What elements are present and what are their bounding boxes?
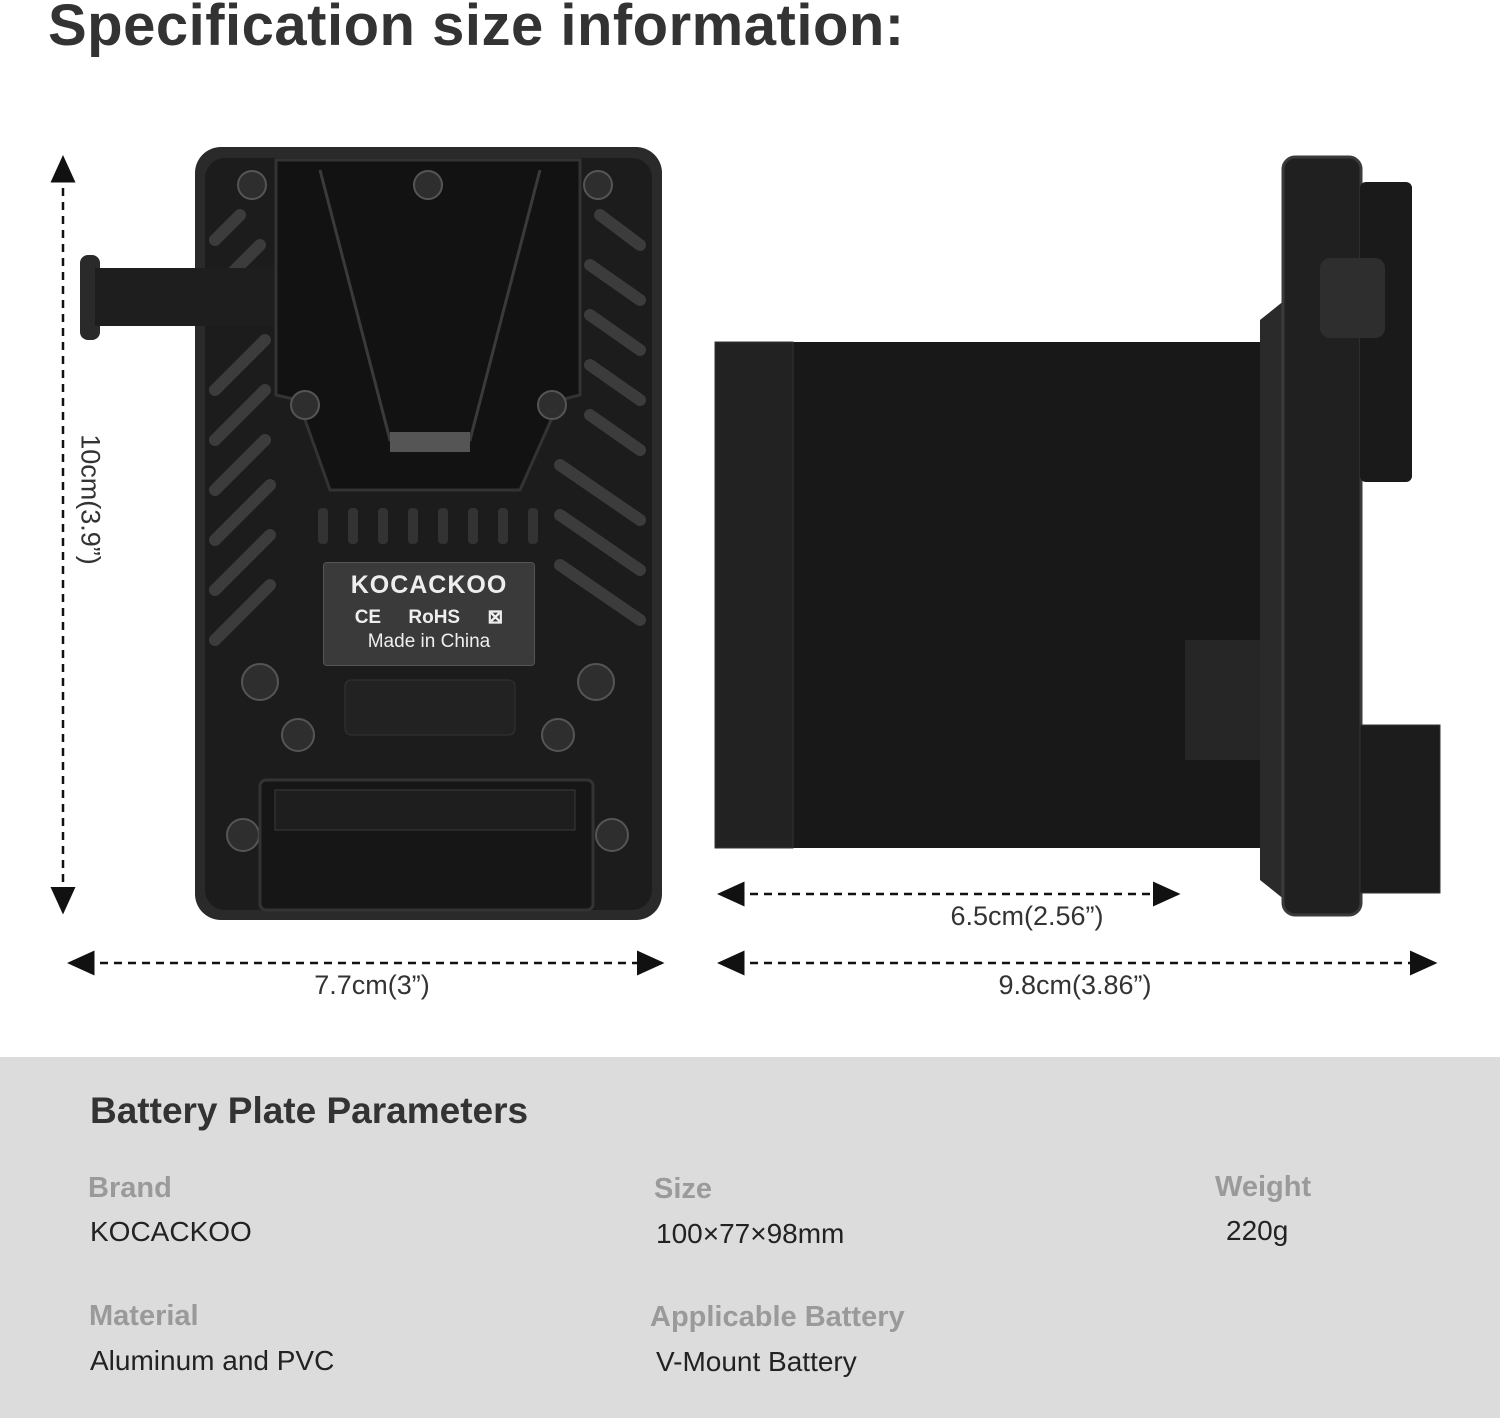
label-brand: KOCACKOO bbox=[350, 571, 508, 599]
label-origin: Made in China bbox=[367, 631, 491, 652]
dimension-arrows bbox=[50, 155, 1438, 976]
front-view-plate bbox=[80, 147, 662, 920]
total-depth-label: 9.8cm(3.86”) bbox=[998, 970, 1152, 1000]
param-label-brand: Brand bbox=[88, 1172, 172, 1204]
param-label-battery: Applicable Battery bbox=[650, 1301, 905, 1333]
page-title: Specification size information: bbox=[48, 0, 905, 58]
height-dimension-label: 10cm(3.9”) bbox=[75, 434, 106, 565]
product-illustration bbox=[50, 147, 1441, 976]
product-label: KOCACKOO CE RoHS ⊠ Made in China bbox=[323, 562, 535, 666]
param-value-brand: KOCACKOO bbox=[90, 1216, 252, 1247]
param-value-size: 100×77×98mm bbox=[656, 1218, 845, 1249]
param-label-weight: Weight bbox=[1215, 1171, 1312, 1203]
front-width-label: 7.7cm(3”) bbox=[314, 970, 430, 1000]
param-label-size: Size bbox=[654, 1173, 713, 1205]
side-view-plate bbox=[714, 155, 1441, 917]
param-label-material: Material bbox=[89, 1300, 199, 1332]
param-value-material: Aluminum and PVC bbox=[90, 1345, 335, 1376]
parameters-heading: Battery Plate Parameters bbox=[90, 1090, 529, 1131]
rohs-mark: RoHS bbox=[408, 607, 461, 628]
inner-depth-label: 6.5cm(2.56”) bbox=[950, 901, 1104, 931]
ce-mark: CE bbox=[354, 607, 382, 628]
weee-icon: ⊠ bbox=[487, 607, 504, 628]
param-value-weight: 220g bbox=[1226, 1215, 1289, 1246]
parameters-panel bbox=[0, 1057, 1500, 1418]
param-value-battery: V-Mount Battery bbox=[656, 1346, 857, 1377]
